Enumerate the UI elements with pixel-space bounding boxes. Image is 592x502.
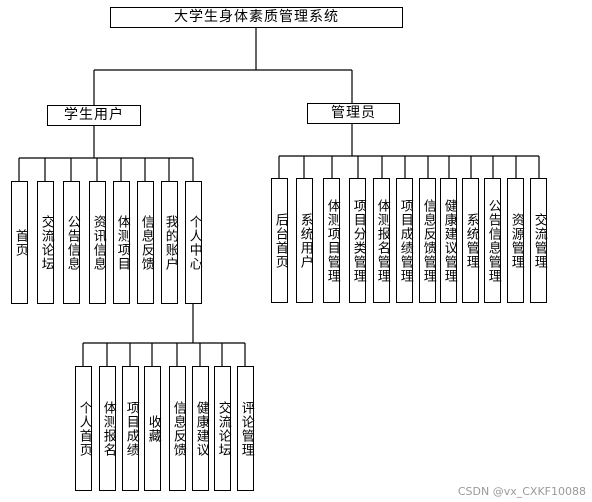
admin-item-category-mgmt: 项目分类管理 [349,178,366,303]
student-item-forum: 交流论坛 [37,181,54,304]
pc-item-feedback: 信息反馈 [169,366,186,491]
admin-node: 管理员 [307,103,400,124]
admin-item-health-advice-mgmt: 健康建议管理 [440,178,457,303]
admin-item-dashboard: 后台首页 [271,178,288,303]
pc-item-test-signup: 体测报名 [99,366,116,491]
pc-item-forum: 交流论坛 [214,366,231,491]
pc-item-scores: 项目成绩 [122,366,139,491]
pc-item-health-advice: 健康建议 [192,366,209,491]
admin-item-system-users: 系统用户 [296,178,313,303]
root-node: 大学生身体素质管理系统 [110,7,403,28]
watermark-text: CSDN @vx_CXKF10088 [457,485,586,498]
pc-item-favorites: 收藏 [144,366,161,491]
admin-item-forum-mgmt: 交流管理 [530,178,547,303]
student-item-personal-center: 个人中心 [185,181,202,304]
student-item-my-account: 我的账户 [161,181,178,304]
pc-item-personal-home: 个人首页 [75,366,92,491]
admin-item-signup-mgmt: 体测报名管理 [373,178,390,303]
admin-item-test-project-mgmt: 体测项目管理 [323,178,340,303]
student-item-test-project: 体测项目 [113,181,130,304]
student-item-home: 首页 [11,181,28,304]
student-item-notice: 公告信息 [63,181,80,304]
student-item-feedback: 信息反馈 [137,181,154,304]
pc-item-comments: 评论管理 [237,366,254,491]
student-node: 学生用户 [47,105,141,126]
admin-item-system-mgmt: 系统管理 [462,178,479,303]
admin-item-resource-mgmt: 资源管理 [507,178,524,303]
admin-item-score-mgmt: 项目成绩管理 [396,178,413,303]
admin-item-notice-mgmt: 公告信息管理 [484,178,501,303]
admin-item-feedback-mgmt: 信息反馈管理 [419,178,436,303]
student-item-news: 资讯信息 [89,181,106,304]
